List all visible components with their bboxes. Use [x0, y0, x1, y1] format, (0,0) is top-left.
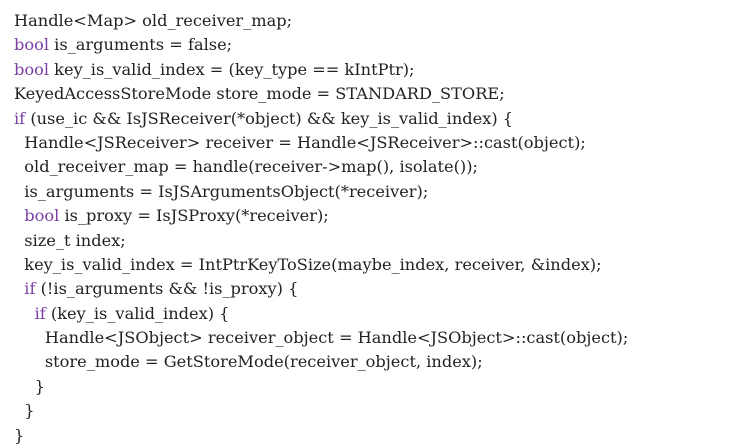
code-line: bool is_arguments = false; — [14, 33, 628, 57]
code-token: (key_is_valid_index) { — [45, 303, 230, 323]
code-line: bool is_proxy = IsJSProxy(*receiver); — [14, 204, 628, 228]
code-token: } — [14, 425, 25, 445]
code-snippet: Handle<Map> old_receiver_map;bool is_arg… — [14, 9, 628, 448]
code-token: store_mode = GetStoreMode(receiver_objec… — [14, 352, 483, 372]
code-token: old_receiver_map = handle(receiver->map(… — [14, 157, 478, 177]
code-line: Handle<JSReceiver> receiver = Handle<JSR… — [14, 131, 628, 155]
code-line: if (use_ic && IsJSReceiver(*object) && k… — [14, 107, 628, 131]
code-token: KeyedAccessStoreMode store_mode = STANDA… — [14, 84, 505, 104]
code-token: size_t index; — [14, 230, 126, 250]
code-line: store_mode = GetStoreMode(receiver_objec… — [14, 350, 628, 374]
code-line: is_arguments = IsJSArgumentsObject(*rece… — [14, 180, 628, 204]
code-keyword: bool — [14, 35, 50, 55]
code-line: Handle<JSObject> receiver_object = Handl… — [14, 326, 628, 350]
code-line: } — [14, 424, 628, 448]
code-token — [14, 304, 35, 323]
code-keyword: if — [14, 108, 26, 128]
code-line: } — [14, 399, 628, 423]
code-token: Handle<JSObject> receiver_object = Handl… — [14, 328, 629, 348]
code-keyword: if — [24, 279, 36, 299]
code-line: bool key_is_valid_index = (key_type == k… — [14, 58, 628, 82]
code-token — [14, 206, 24, 225]
code-token: is_proxy = IsJSProxy(*receiver); — [59, 206, 329, 226]
code-line: } — [14, 375, 628, 399]
code-keyword: if — [34, 303, 46, 323]
code-line: Handle<Map> old_receiver_map; — [14, 9, 628, 33]
code-token: is_arguments = IsJSArgumentsObject(*rece… — [14, 181, 429, 201]
code-token: key_is_valid_index = IntPtrKeyToSize(may… — [14, 254, 602, 274]
code-token: Handle<Map> old_receiver_map; — [14, 11, 293, 30]
code-token: } — [14, 376, 45, 396]
code-line: KeyedAccessStoreMode store_mode = STANDA… — [14, 82, 628, 106]
code-line: if (!is_arguments && !is_proxy) { — [14, 277, 628, 301]
code-line: key_is_valid_index = IntPtrKeyToSize(may… — [14, 253, 628, 277]
code-token: key_is_valid_index = (key_type == kIntPt… — [49, 59, 415, 79]
code-token: (!is_arguments && !is_proxy) { — [35, 279, 299, 299]
code-token — [14, 279, 24, 298]
code-keyword: bool — [24, 206, 60, 226]
code-token: } — [14, 401, 35, 421]
code-token: Handle<JSReceiver> receiver = Handle<JSR… — [14, 132, 586, 152]
code-line: old_receiver_map = handle(receiver->map(… — [14, 155, 628, 179]
code-token: is_arguments = false; — [49, 35, 233, 55]
code-token: (use_ic && IsJSReceiver(*object) && key_… — [25, 108, 514, 128]
code-line: size_t index; — [14, 229, 628, 253]
code-keyword: bool — [14, 59, 50, 79]
code-line: if (key_is_valid_index) { — [14, 302, 628, 326]
